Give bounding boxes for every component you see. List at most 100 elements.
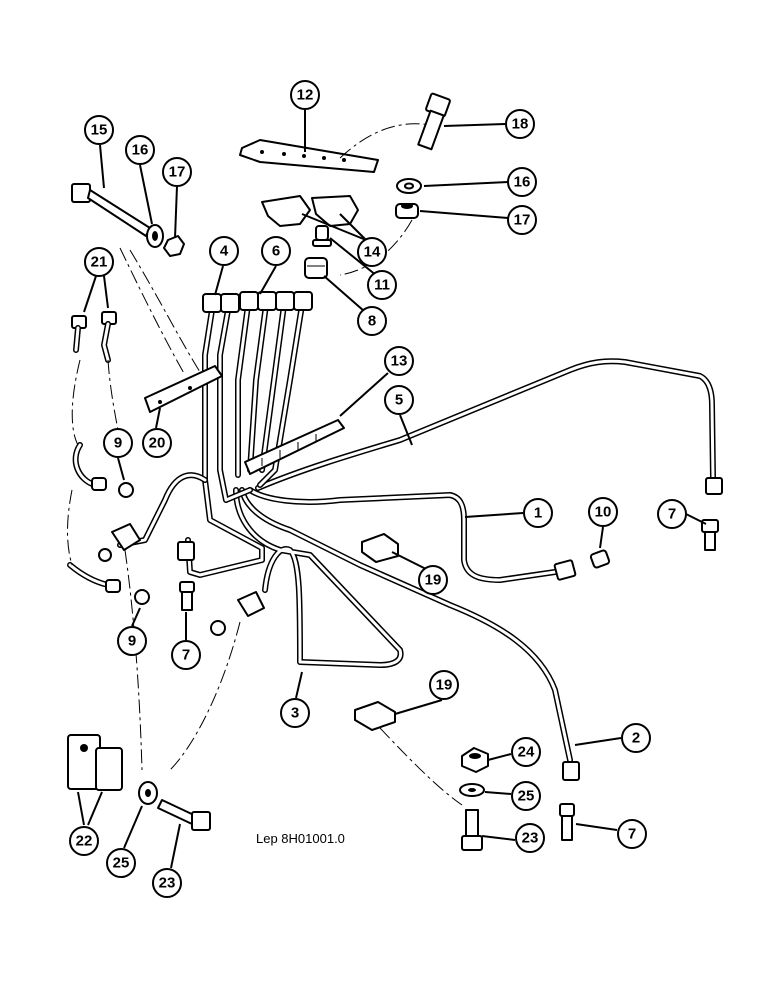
clamp-plate — [239, 139, 379, 173]
pipe-end-nut — [177, 541, 195, 561]
callout-4-label: 4 — [220, 243, 229, 260]
support-plate — [144, 365, 223, 413]
callout-23-right-label: 23 — [522, 830, 539, 847]
callout-15: 15 — [84, 115, 114, 145]
bleed-screw — [312, 225, 332, 247]
callout-11-label: 11 — [374, 277, 390, 294]
callout-9-upper-label: 9 — [114, 435, 122, 452]
callout-3-label: 3 — [291, 705, 299, 722]
callout-14-label: 14 — [364, 244, 381, 261]
callout-17-left: 17 — [162, 157, 192, 187]
callout-6: 6 — [261, 236, 291, 266]
callout-1-label: 1 — [534, 505, 542, 522]
callout-21: 21 — [84, 247, 114, 277]
banjo-bolt-lower — [105, 579, 150, 605]
callout-16-left-label: 16 — [132, 142, 149, 159]
adaptor-nipple — [589, 549, 611, 569]
clamp-block — [67, 734, 123, 791]
callout-20: 20 — [142, 428, 172, 458]
callout-10-label: 10 — [595, 504, 612, 521]
pipe-clamps — [261, 195, 359, 227]
callout-9-lower: 9 — [117, 626, 147, 656]
connector-lower-left — [179, 581, 195, 611]
callout-8: 8 — [357, 306, 387, 336]
callout-6-label: 6 — [272, 243, 280, 260]
callout-25-left-label: 25 — [113, 855, 130, 872]
callout-9-lower-label: 9 — [128, 633, 136, 650]
callout-19-upper: 19 — [418, 565, 448, 595]
pipe-end-nut — [562, 761, 580, 781]
callout-25-left: 25 — [106, 848, 136, 878]
callout-22-label: 22 — [76, 833, 93, 850]
callout-18-label: 18 — [512, 116, 529, 133]
callout-13: 13 — [384, 346, 414, 376]
callout-20-label: 20 — [149, 435, 166, 452]
callout-19-upper-label: 19 — [425, 572, 442, 589]
callout-23-left: 23 — [152, 868, 182, 898]
callout-25-right: 25 — [511, 781, 541, 811]
callout-7-right: 7 — [657, 499, 687, 529]
pipe-clip-upper — [361, 533, 399, 563]
callout-11: 11 — [367, 270, 397, 300]
pipe-end-nut — [705, 477, 723, 495]
leader-lines — [77, 110, 707, 869]
callout-14: 14 — [357, 237, 387, 267]
callout-2-label: 2 — [632, 730, 640, 747]
callout-17-right: 17 — [507, 205, 537, 235]
nut-lower-right — [461, 747, 489, 773]
callout-23-right: 23 — [515, 823, 545, 853]
callout-19-lower-label: 19 — [436, 677, 453, 694]
callout-2: 2 — [621, 723, 651, 753]
connector-right — [701, 519, 719, 551]
callout-12: 12 — [290, 80, 320, 110]
callout-7-left: 7 — [171, 640, 201, 670]
callout-17-right-label: 17 — [514, 212, 531, 229]
injector-nuts — [202, 291, 313, 313]
bolt-top — [417, 92, 451, 151]
callout-5-label: 5 — [395, 392, 403, 409]
callout-25-right-label: 25 — [518, 788, 535, 805]
callout-8-label: 8 — [368, 313, 376, 330]
nut-right — [395, 203, 419, 219]
bolt-lower-right — [461, 809, 483, 851]
callout-24-label: 24 — [518, 744, 535, 761]
callout-23-left-label: 23 — [159, 875, 176, 892]
callout-17-left-label: 17 — [169, 164, 186, 181]
callout-4: 4 — [209, 236, 239, 266]
callout-1: 1 — [523, 498, 553, 528]
pipe-clip-left — [111, 523, 141, 551]
drawing-reference: Lep 8H01001.0 — [256, 831, 345, 846]
callout-3: 3 — [280, 698, 310, 728]
nut-left — [163, 235, 185, 257]
callout-7-lower: 7 — [617, 819, 647, 849]
pipe-end-nut — [553, 559, 577, 581]
assembly-guide-lines — [67, 123, 463, 806]
connector-lower-right — [559, 803, 575, 841]
callout-16-right: 16 — [507, 167, 537, 197]
callout-10: 10 — [588, 497, 618, 527]
callout-21-label: 21 — [91, 254, 108, 271]
bolt-lower-left — [157, 799, 211, 831]
pipe-clip-center — [237, 591, 265, 617]
callout-19-lower: 19 — [429, 670, 459, 700]
callout-7-right-label: 7 — [668, 506, 676, 523]
clamp-bar — [244, 419, 345, 475]
callout-22: 22 — [69, 826, 99, 856]
bolt-left — [71, 183, 151, 237]
pipe-assembly — [117, 291, 723, 781]
callout-15-label: 15 — [91, 122, 108, 139]
callout-7-left-label: 7 — [182, 647, 190, 664]
callout-24: 24 — [511, 737, 541, 767]
callout-13-label: 13 — [391, 353, 408, 370]
callout-9-upper: 9 — [103, 428, 133, 458]
banjo-bolt-upper — [91, 477, 134, 498]
union-fitting — [304, 257, 328, 279]
pipe-clip-lower — [354, 701, 396, 731]
callout-18: 18 — [505, 109, 535, 139]
callout-16-left: 16 — [125, 135, 155, 165]
callout-7-lower-label: 7 — [628, 826, 636, 843]
callout-5: 5 — [384, 385, 414, 415]
callout-12-label: 12 — [297, 87, 314, 104]
callout-16-right-label: 16 — [514, 174, 531, 191]
